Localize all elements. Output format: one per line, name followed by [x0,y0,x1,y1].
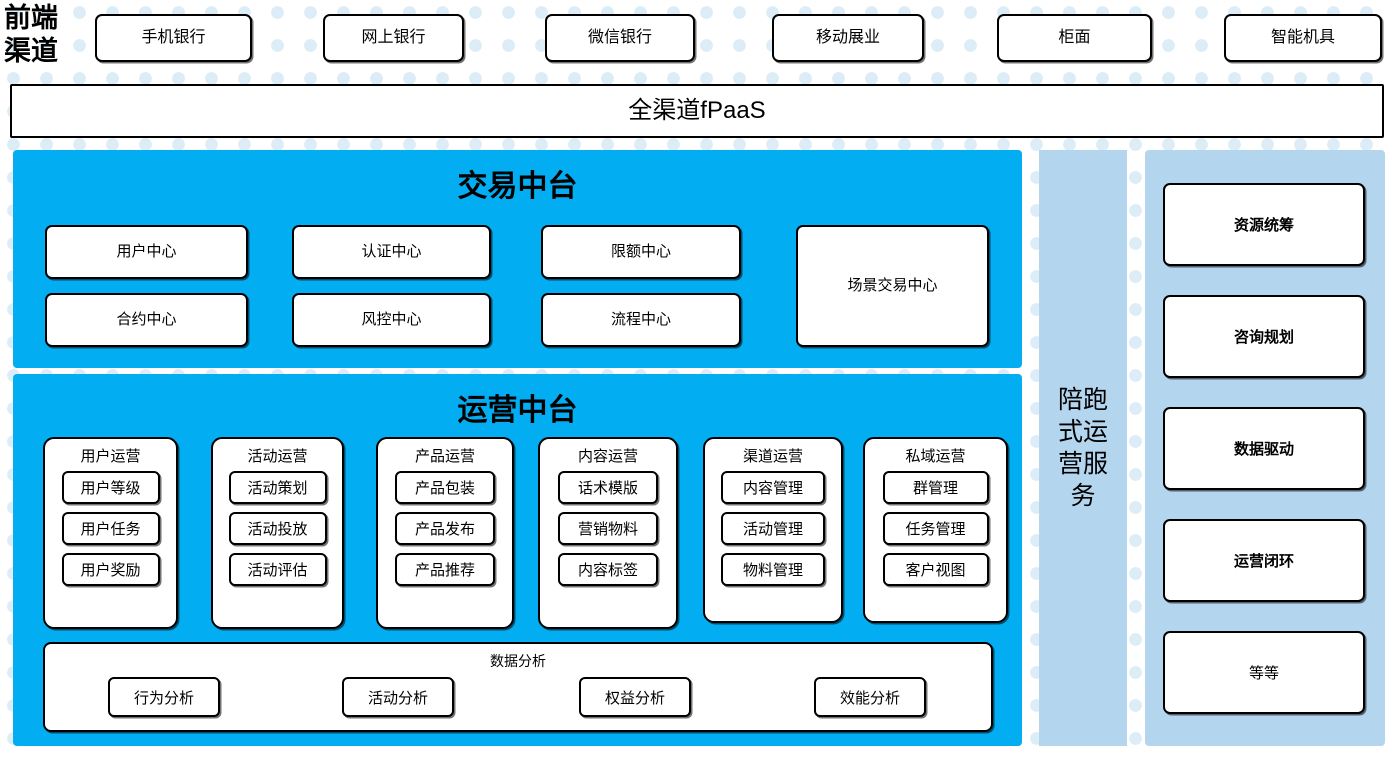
channel-box-counter[interactable]: 柜面 [997,14,1152,62]
capability-item-operation-closed-loop[interactable]: 运营闭环 [1163,519,1365,602]
trade-center-title: 交易中台 [457,169,578,204]
ops-item-campaign-management[interactable]: 活动管理 [721,512,825,545]
front-end-channel-label-line2: 渠道 [4,36,58,67]
channel-box-wechat-bank[interactable]: 微信银行 [545,14,695,62]
ops-column-title: 私域运营 [905,448,966,465]
trade-box-user-center[interactable]: 用户中心 [45,225,248,279]
channel-box-internet-bank[interactable]: 网上银行 [323,14,464,62]
ops-column-title: 用户运营 [80,448,141,465]
ops-item-user-task[interactable]: 用户任务 [61,512,160,545]
ops-item-task-management[interactable]: 任务管理 [882,512,989,545]
ops-item-script-template[interactable]: 话术模版 [558,471,658,504]
operations-center-panel: 运营中台 用户运营 用户等级 用户任务 用户奖励 活动运营 活动策划 活动投放 … [13,374,1022,746]
ops-column-title: 产品运营 [414,448,475,465]
channel-box-mobile-business[interactable]: 移动展业 [772,14,924,62]
ops-item-content-tag[interactable]: 内容标签 [558,553,658,586]
ops-item-campaign-planning[interactable]: 活动策划 [228,471,327,504]
trade-box-auth-center[interactable]: 认证中心 [292,225,491,279]
ops-column-content-operations[interactable]: 内容运营 话术模版 营销物料 内容标签 [538,437,678,629]
ops-item-product-release[interactable]: 产品发布 [395,512,495,545]
ops-item-material-management[interactable]: 物料管理 [721,553,825,586]
ops-column-title: 渠道运营 [742,448,803,465]
ops-item-marketing-material[interactable]: 营销物料 [558,512,658,545]
capability-item-etc[interactable]: 等等 [1163,631,1365,714]
ops-item-content-management[interactable]: 内容管理 [721,471,825,504]
analysis-item-efficiency-analysis[interactable]: 效能分析 [814,677,926,717]
analysis-item-behavior-analysis[interactable]: 行为分析 [108,677,220,717]
data-analysis-title: 数据分析 [490,653,546,669]
capability-item-consulting-planning[interactable]: 咨询规划 [1163,295,1365,378]
trade-box-contract-center[interactable]: 合约中心 [45,293,248,347]
capability-item-resource-coordination[interactable]: 资源统筹 [1163,183,1365,266]
ops-item-user-reward[interactable]: 用户奖励 [61,553,160,586]
data-analysis-box: 数据分析 行为分析 活动分析 权益分析 效能分析 [43,642,993,732]
ops-column-channel-operations[interactable]: 渠道运营 内容管理 活动管理 物料管理 [703,437,843,623]
ops-column-title: 内容运营 [577,448,638,465]
capability-panel: 资源统筹 咨询规划 数据驱动 运营闭环 等等 [1145,150,1385,746]
trade-box-process-center[interactable]: 流程中心 [541,293,741,347]
capability-item-data-driven[interactable]: 数据驱动 [1163,407,1365,490]
ops-item-product-recommendation[interactable]: 产品推荐 [395,553,495,586]
accompany-operation-service-panel: 陪跑式运营服务 [1039,150,1127,746]
front-end-channel-label-line1: 前端 [4,3,58,34]
ops-item-campaign-delivery[interactable]: 活动投放 [228,512,327,545]
trade-box-scenario-trade-center[interactable]: 场景交易中心 [796,225,989,347]
accompany-operation-service-label: 陪跑式运营服务 [1057,386,1108,510]
analysis-item-benefit-analysis[interactable]: 权益分析 [579,677,691,717]
channel-box-mobile-bank[interactable]: 手机银行 [95,14,252,62]
ops-item-user-level[interactable]: 用户等级 [61,471,160,504]
trade-box-limit-center[interactable]: 限额中心 [541,225,741,279]
ops-column-product-operations[interactable]: 产品运营 产品包装 产品发布 产品推荐 [376,437,514,629]
analysis-item-campaign-analysis[interactable]: 活动分析 [342,677,454,717]
trade-center-panel: 交易中台 用户中心 认证中心 限额中心 合约中心 风控中心 流程中心 场景交易中… [13,150,1022,368]
trade-box-risk-center[interactable]: 风控中心 [292,293,491,347]
operations-center-title: 运营中台 [457,393,578,428]
omnichannel-fpaas-bar[interactable]: 全渠道fPaaS [10,84,1384,138]
ops-item-product-packaging[interactable]: 产品包装 [395,471,495,504]
channel-box-smart-machine[interactable]: 智能机具 [1224,14,1382,62]
front-end-channel-label: 前端 渠道 [4,2,90,68]
ops-item-campaign-evaluation[interactable]: 活动评估 [228,553,327,586]
ops-item-group-management[interactable]: 群管理 [882,471,989,504]
ops-column-campaign-operations[interactable]: 活动运营 活动策划 活动投放 活动评估 [211,437,344,629]
ops-item-customer-view[interactable]: 客户视图 [882,553,989,586]
ops-column-user-operations[interactable]: 用户运营 用户等级 用户任务 用户奖励 [43,437,178,629]
ops-column-title: 活动运营 [247,448,308,465]
ops-column-private-domain-operations[interactable]: 私域运营 群管理 任务管理 客户视图 [863,437,1008,623]
